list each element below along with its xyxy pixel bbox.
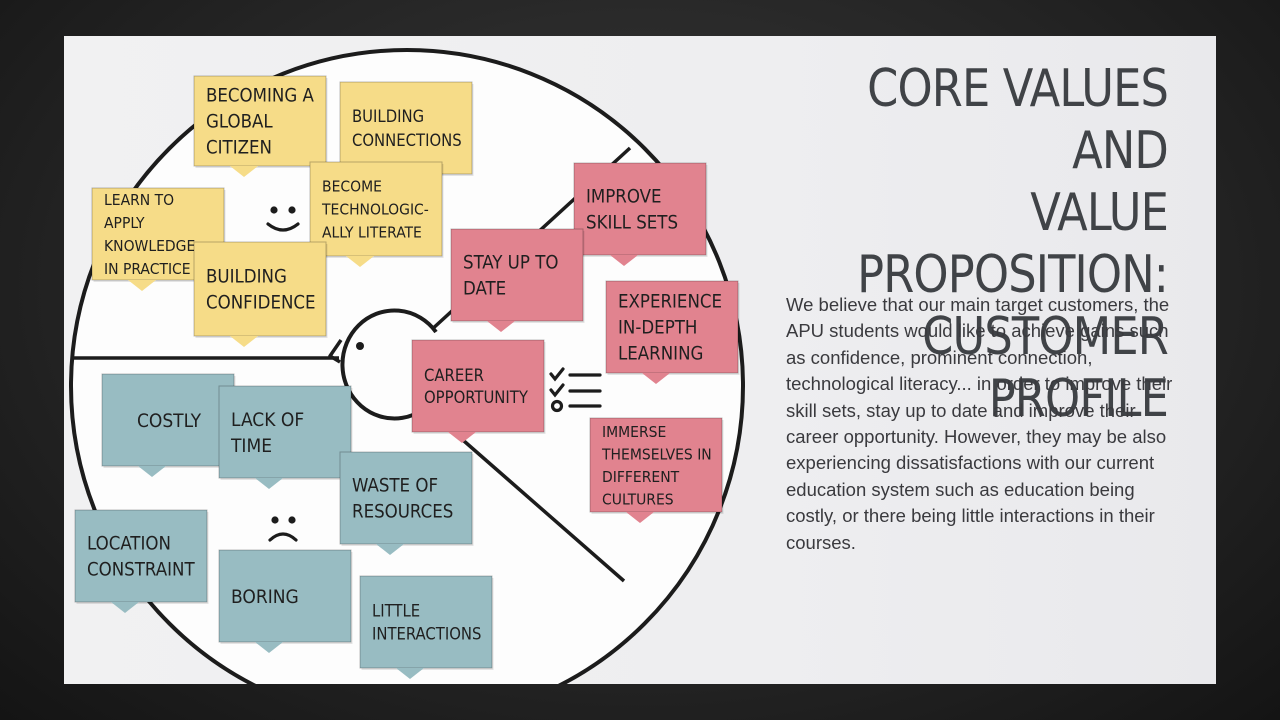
sticky-note-pointer <box>376 544 404 555</box>
frowning-face-icon <box>268 516 298 542</box>
sticky-note-text-line: BUILDING <box>206 267 287 288</box>
sticky-note-text-line: LACK OF <box>231 409 304 431</box>
sticky-note-gain-becoming-global-citizen: BECOMING A GLOBAL CITIZEN <box>193 75 328 177</box>
sticky-note-text-line: CONSTRAINT <box>87 560 195 581</box>
sticky-note-body <box>193 241 327 337</box>
sticky-note-pain-lack-of-time: LACK OF TIME <box>218 385 353 489</box>
sticky-note-body <box>411 339 545 433</box>
sticky-note-text-line: IMPROVE <box>586 187 662 208</box>
sticky-note-pointer <box>487 321 515 332</box>
checklist-icon <box>549 367 602 413</box>
sticky-note-text-line: IMMERSE <box>602 423 666 441</box>
sticky-note-text-line: TECHNOLOGIC- <box>321 201 429 219</box>
sticky-note-pointer <box>610 255 638 266</box>
sticky-note-text-line: BUILDING <box>352 107 424 126</box>
sticky-note-job-career-opportunity: CAREER OPPORTUNITY <box>411 339 546 443</box>
sticky-note-body <box>193 75 327 167</box>
sticky-note-pointer <box>626 512 654 523</box>
sticky-note-body <box>101 373 235 467</box>
sticky-note-job-immerse-cultures: IMMERSE THEMSELVES IN DIFFERENT CULTURES <box>589 417 724 523</box>
slide: BECOMING A GLOBAL CITIZEN BUILDING CONNECTIO… <box>64 36 1216 684</box>
description-paragraph: We believe that our main target customer… <box>786 294 1173 553</box>
divider-lower-right <box>454 432 626 583</box>
sticky-note-pointer <box>111 602 139 613</box>
sticky-note-gain-building-confidence: BUILDING CONFIDENCE <box>193 241 328 347</box>
sticky-note-pointer <box>128 280 156 291</box>
sticky-note-text-line: DIFFERENT <box>602 468 680 486</box>
sticky-note-text-line: SKILL SETS <box>586 213 678 234</box>
sticky-note-text-line: LITTLE <box>372 601 420 620</box>
sticky-note-pointer <box>255 478 283 489</box>
sticky-note-text-line: CITIZEN <box>206 138 272 159</box>
sticky-note-text-line: LOCATION <box>87 534 171 555</box>
sticky-note-body <box>573 162 707 256</box>
sticky-note-body <box>359 575 493 669</box>
sticky-note-text-line: CAREER <box>424 366 484 385</box>
sticky-note-text-line: BECOME <box>322 178 382 196</box>
sticky-note-body <box>218 549 352 643</box>
sticky-note-job-improve-skill-sets: IMPROVE SKILL SETS <box>573 162 708 266</box>
sticky-note-pointer <box>230 166 258 177</box>
sticky-note-text-line: EXPERIENCE <box>618 292 722 313</box>
sticky-note-text-line: LEARNING <box>618 344 703 365</box>
sticky-notes: BECOMING A GLOBAL CITIZEN BUILDING CONNECTIO… <box>74 75 740 679</box>
sticky-note-body <box>74 509 208 603</box>
sticky-note-text-line: GLOBAL <box>206 112 273 133</box>
sticky-note-text-line: OPPORTUNITY <box>424 388 529 407</box>
sticky-note-body <box>450 228 584 322</box>
sticky-note-pointer <box>642 373 670 384</box>
sticky-note-gain-become-tech-literate: BECOME TECHNOLOGIC- ALLY LITERATE <box>309 161 444 267</box>
sticky-note-body <box>309 161 443 257</box>
sticky-note-pointer <box>138 466 166 477</box>
sticky-note-text-line: KNOWLEDGE <box>104 237 195 255</box>
sticky-note-pain-boring: BORING <box>218 549 353 653</box>
sticky-note-text-line: ALLY LITERATE <box>322 224 422 242</box>
sticky-note-text-line: IN-DEPTH <box>618 318 697 339</box>
sticky-note-text-line: CULTURES <box>602 490 674 508</box>
sticky-note-text-line: IN PRACTICE <box>104 260 191 278</box>
customer-profile-diagram: BECOMING A GLOBAL CITIZEN BUILDING CONNECTIO… <box>69 48 745 684</box>
sticky-note-body <box>339 81 473 175</box>
sticky-note-text-line: RESOURCES <box>352 502 453 523</box>
sticky-note-text-line: COSTLY <box>137 410 202 432</box>
sticky-note-pointer <box>255 642 283 653</box>
sticky-note-text-line: LEARN TO <box>104 191 174 209</box>
sticky-note-job-experience-learning: EXPERIENCE IN-DEPTH LEARNING <box>605 280 740 384</box>
sticky-note-text-line: TIME <box>230 435 272 457</box>
sticky-note-text-line: CONNECTIONS <box>352 131 462 150</box>
sticky-note-text-line: BORING <box>231 586 299 608</box>
title-line-3: CUSTOMER PROFILE <box>922 307 1169 429</box>
sticky-note-body <box>218 385 352 479</box>
sticky-note-gain-building-connections: BUILDING CONNECTIONS <box>339 81 474 185</box>
sticky-note-text-line: CONFIDENCE <box>206 293 316 314</box>
sticky-note-pain-little-interactions: LITTLE INTERACTIONS <box>359 575 494 679</box>
title-line-2: VALUE PROPOSITION: <box>857 183 1169 305</box>
sticky-note-body <box>589 417 723 513</box>
sticky-note-text-line: BECOMING A <box>206 86 315 107</box>
sticky-note-pain-waste-of-resources: WASTE OF RESOURCES <box>339 451 474 555</box>
sticky-note-body <box>605 280 739 374</box>
sticky-note-text-line: INTERACTIONS <box>372 624 481 643</box>
sticky-note-body <box>339 451 473 545</box>
sticky-note-text-line: DATE <box>463 279 506 300</box>
sticky-note-job-stay-up-to-date: STAY UP TO DATE <box>450 228 585 332</box>
sticky-note-text-line: STAY UP TO <box>463 253 558 274</box>
sticky-note-pointer <box>230 336 258 347</box>
smiley-face-icon <box>266 206 300 232</box>
sticky-note-text-line: THEMSELVES IN <box>601 445 712 463</box>
slide-title: CORE VALUES AND VALUE PROPOSITION: CUSTO… <box>772 58 1169 430</box>
sticky-note-pain-costly: COSTLY <box>101 373 236 477</box>
sticky-note-pointer <box>346 256 374 267</box>
title-line-1: CORE VALUES AND <box>867 59 1169 181</box>
sticky-note-text-line: APPLY <box>104 214 145 232</box>
sticky-note-text-line: WASTE OF <box>352 476 438 497</box>
sticky-note-pain-location-constraint: LOCATION CONSTRAINT <box>74 509 209 613</box>
sticky-note-pointer <box>396 668 424 679</box>
sticky-note-pointer <box>448 432 476 443</box>
